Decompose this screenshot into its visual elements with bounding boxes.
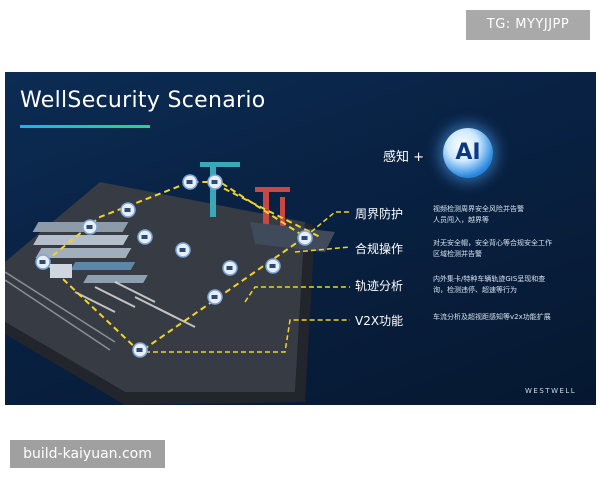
feature-perimeter-label: 周界防护	[355, 207, 404, 221]
title-underline	[20, 125, 150, 128]
camera-icon	[297, 230, 313, 246]
camera-icon	[182, 174, 198, 190]
gate-building	[50, 264, 72, 278]
feature-trajectory-label: 轨迹分析	[355, 279, 404, 293]
ai-badge-text: AI	[455, 140, 481, 165]
feature-trajectory-desc: 内外集卡/特种车辆轨迹GIS呈现和查 询，检测违停、超速等行为	[433, 275, 546, 294]
ai-prefix: 感知 +	[383, 150, 425, 165]
feature-perimeter-desc: 视频检测周界安全风险并告警 人员闯入，越界等	[433, 205, 524, 224]
camera-icon	[132, 342, 148, 358]
camera-icon	[120, 202, 136, 218]
watermark: build-kaiyuan.com	[10, 440, 165, 468]
camera-icon	[207, 289, 223, 305]
rail-tracks	[5, 271, 116, 351]
port-scene	[5, 162, 351, 405]
camera-icon	[175, 242, 191, 258]
parking-lines	[74, 281, 196, 328]
camera-icon	[222, 260, 238, 276]
gantry-cranes	[200, 162, 290, 232]
tg-badge: TG: MYYJJPP	[466, 10, 590, 40]
ai-badge: AI	[443, 128, 493, 178]
feature-compliance-label: 合规操作	[355, 242, 404, 256]
slide-title: WellSecurity Scenario	[20, 88, 266, 113]
leader-lines	[145, 211, 351, 353]
camera-markers	[35, 174, 313, 358]
camera-icon	[265, 258, 281, 274]
container-yard	[32, 222, 148, 283]
camera-icon	[35, 254, 51, 270]
feature-v2x-label: V2X功能	[355, 314, 404, 328]
slide: WellSecurity Scenario 感知 + AI 周界防护 视频检测周…	[5, 72, 596, 405]
feature-compliance-desc: 对无安全帽，安全背心等合规安全工作 区域检测并告警	[433, 239, 552, 258]
feature-v2x-desc: 车流分析及超视距感知等v2x功能扩展	[433, 313, 551, 321]
brand-logo: WESTWELL	[525, 387, 577, 395]
dashed-perimeter	[44, 181, 321, 354]
camera-icon	[137, 229, 153, 245]
camera-icon	[82, 219, 98, 235]
camera-icon	[207, 174, 223, 190]
